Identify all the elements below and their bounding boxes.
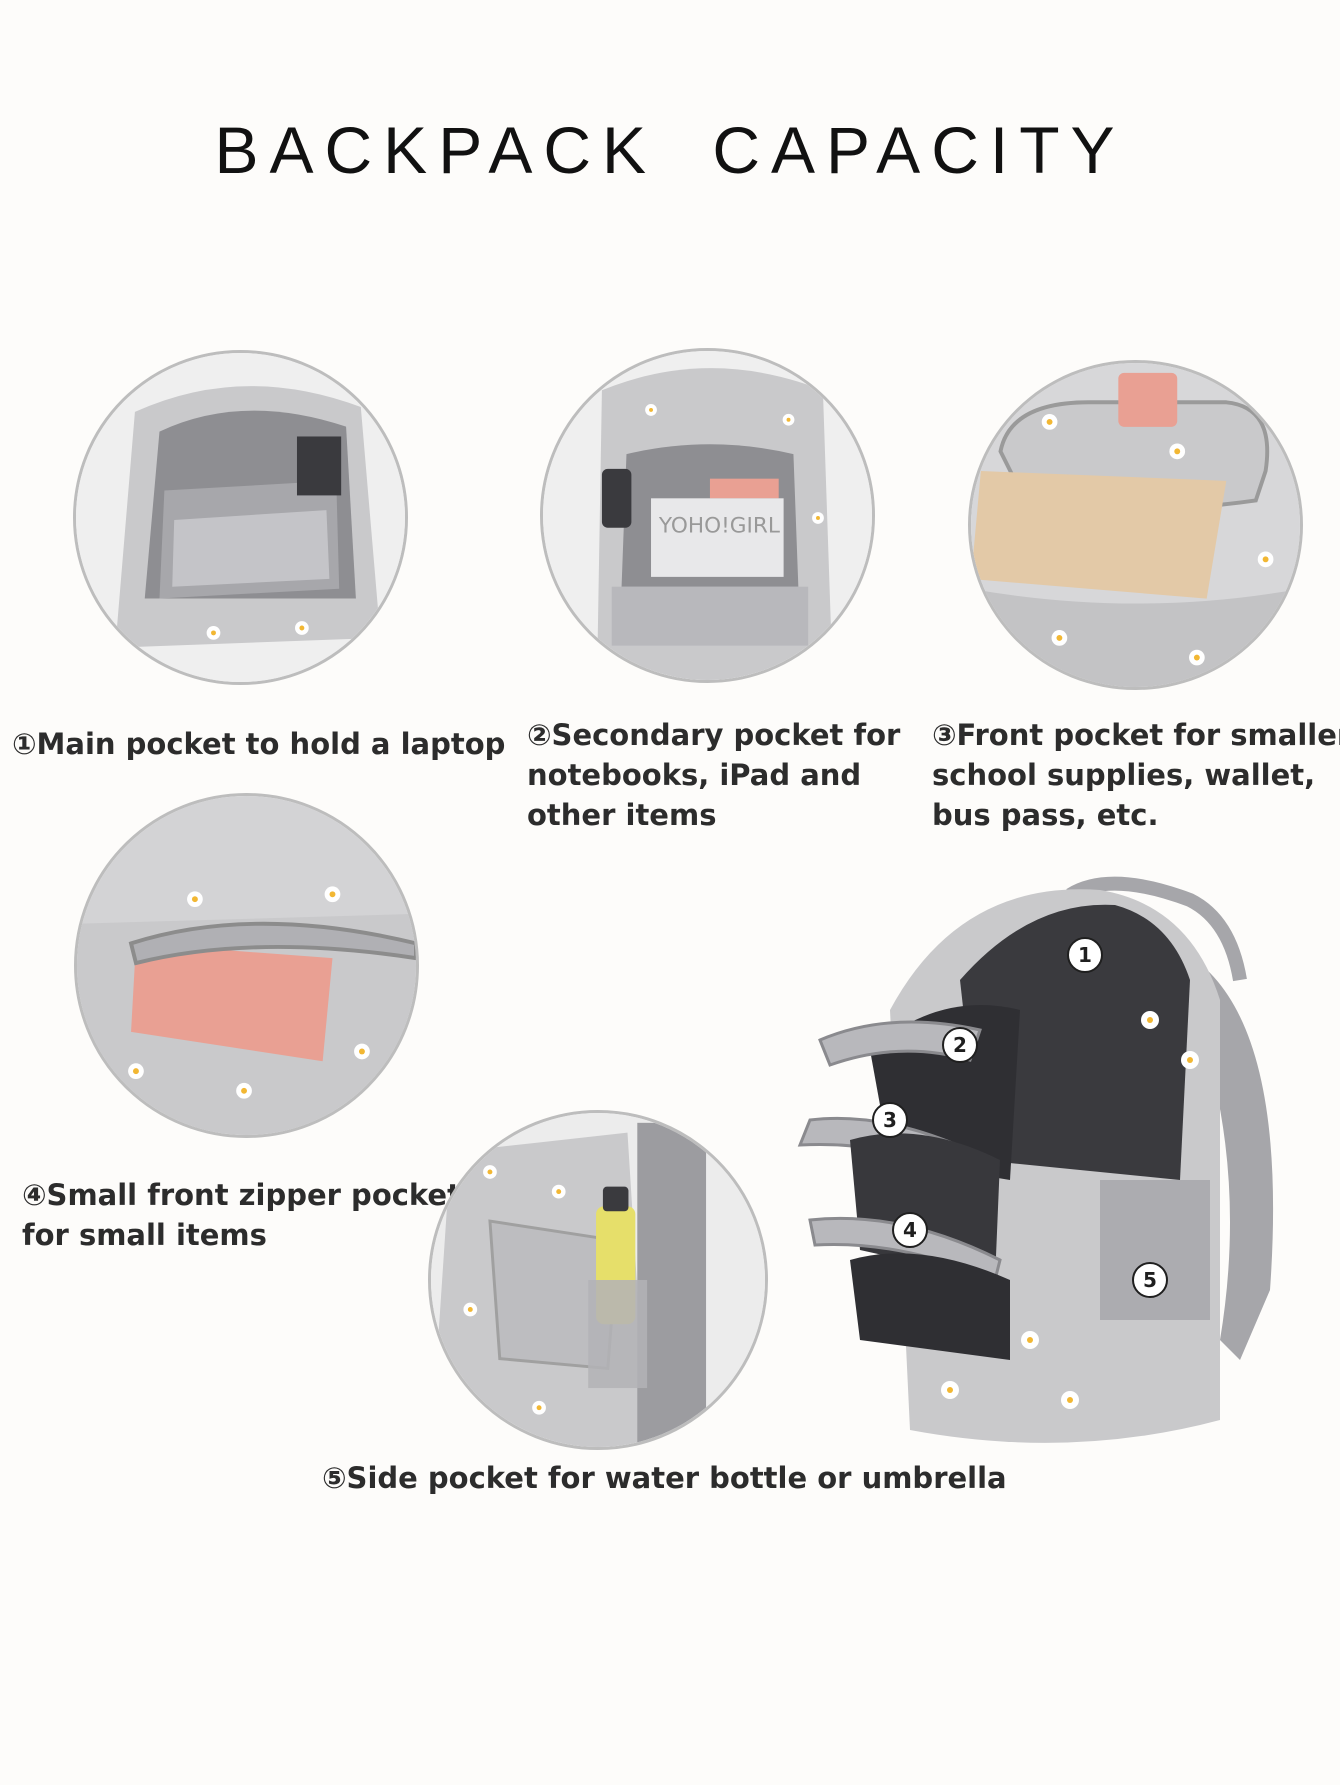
front-pocket-illustration bbox=[971, 363, 1300, 687]
zipper-pocket-illustration bbox=[77, 796, 416, 1135]
main-pocket-photo bbox=[73, 350, 408, 685]
marker-1: 1 bbox=[1078, 943, 1092, 967]
side-pocket-illustration bbox=[431, 1113, 765, 1447]
secondary-pocket-photo: YOHO!GIRL bbox=[540, 348, 875, 683]
marker-4: 4 bbox=[903, 1218, 917, 1242]
side-pocket-photo bbox=[428, 1110, 768, 1450]
front-pocket-photo bbox=[968, 360, 1303, 690]
backpack-compartments-photo: 1 2 3 4 5 bbox=[770, 860, 1310, 1460]
backpack-illustration: 1 2 3 4 5 bbox=[797, 876, 1274, 1443]
caption-side-pocket: ⑤Side pocket for water bottle or umbrell… bbox=[322, 1461, 1007, 1495]
marker-5: 5 bbox=[1143, 1268, 1157, 1292]
zipper-pocket-photo bbox=[74, 793, 419, 1138]
caption-front-pocket: ③Front pocket for smaller school supplie… bbox=[932, 718, 1340, 832]
book-cover-label: YOHO!GIRL bbox=[658, 514, 780, 539]
caption-secondary-pocket: ②Secondary pocket for notebooks, iPad an… bbox=[527, 718, 901, 832]
caption-zipper-pocket: ④Small front zipper pocket for small ite… bbox=[22, 1178, 461, 1252]
caption-main-pocket: ①Main pocket to hold a laptop bbox=[12, 727, 506, 761]
marker-2: 2 bbox=[953, 1033, 967, 1057]
page-title: BACKPACK CAPACITY bbox=[214, 113, 1126, 187]
secondary-pocket-illustration: YOHO!GIRL bbox=[543, 351, 872, 680]
marker-3: 3 bbox=[883, 1108, 897, 1132]
main-pocket-illustration bbox=[76, 353, 405, 682]
